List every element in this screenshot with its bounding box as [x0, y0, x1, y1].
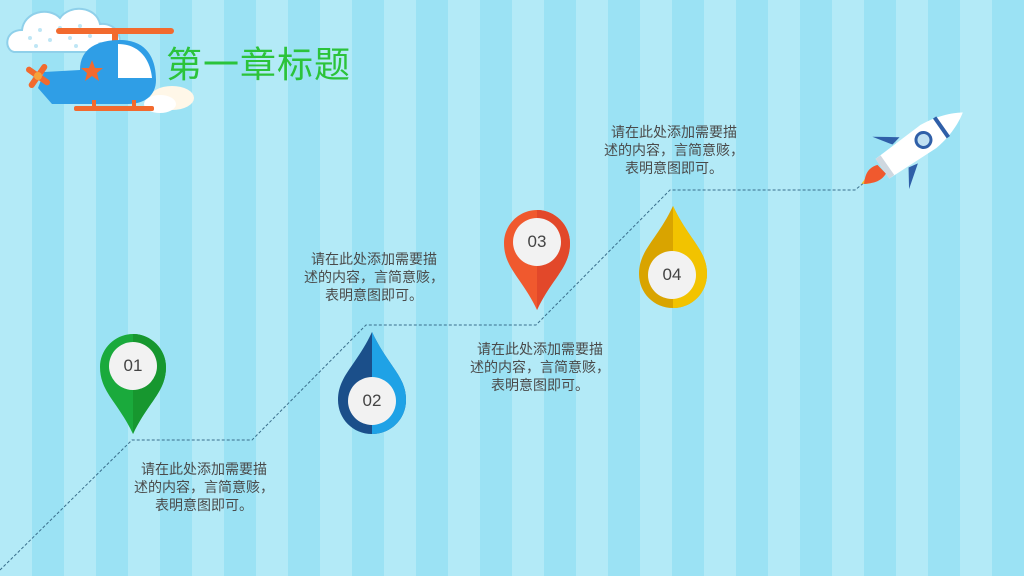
- step-02-line-2: 述的内容，言简意赅，: [304, 270, 444, 286]
- step-01-line-3: 表明意图即可。: [155, 498, 253, 514]
- step-04-description: 请在此处添加需要描 述的内容，言简意赅， 表明意图即可。: [594, 124, 754, 178]
- step-03-line-1: 请在此处添加需要描: [477, 342, 603, 358]
- marker-04-number: 04: [662, 265, 682, 284]
- progress-path: [0, 169, 881, 571]
- step-04-line-1: 请在此处添加需要描: [611, 125, 737, 141]
- marker-02-number: 02: [362, 391, 382, 410]
- page-title: 第一章标题: [166, 45, 352, 86]
- step-02-description: 请在此处添加需要描 述的内容，言简意赅， 表明意图即可。: [294, 251, 454, 305]
- step-03-line-3: 表明意图即可。: [491, 378, 589, 394]
- step-04-line-2: 述的内容，言简意赅，: [604, 143, 744, 159]
- marker-03-number: 03: [527, 232, 547, 251]
- step-02-line-3: 表明意图即可。: [325, 288, 423, 304]
- marker-01-number: 01: [123, 356, 143, 375]
- marker-01: [100, 334, 166, 434]
- marker-03: [504, 210, 570, 310]
- step-03-description: 请在此处添加需要描 述的内容，言简意赅， 表明意图即可。: [460, 341, 620, 395]
- step-01-line-1: 请在此处添加需要描: [141, 462, 267, 478]
- step-02-line-1: 请在此处添加需要描: [311, 252, 437, 268]
- marker-02: [338, 332, 406, 434]
- step-01-description: 请在此处添加需要描 述的内容，言简意赅， 表明意图即可。: [124, 461, 284, 515]
- step-03-line-2: 述的内容，言简意赅，: [470, 360, 610, 376]
- step-01-line-2: 述的内容，言简意赅，: [134, 480, 274, 496]
- rocket-icon: [861, 112, 963, 190]
- helicopter-icon: [25, 28, 194, 113]
- step-04-line-3: 表明意图即可。: [625, 161, 723, 177]
- marker-04: [639, 206, 707, 308]
